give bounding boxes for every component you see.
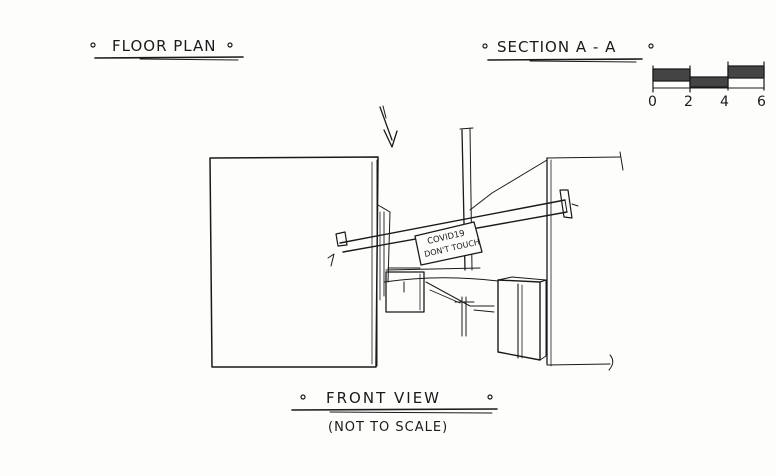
scale-bar-segment xyxy=(689,76,729,88)
scale-bar-segment xyxy=(727,65,765,79)
covid-sign: COVID19 DON'T TOUCH xyxy=(414,221,483,266)
scale-bar-segment xyxy=(652,68,691,82)
back-post xyxy=(377,127,474,301)
scale-bar: 0 2 4 6 xyxy=(648,61,766,110)
section-label: SECTION A - A xyxy=(497,38,616,56)
front-view-label: FRONT VIEW xyxy=(326,389,441,407)
side-table xyxy=(385,267,425,313)
left-wall xyxy=(209,156,379,368)
scale-tick-4: 4 xyxy=(720,94,729,110)
front-view-title: FRONT VIEW (NOT TO SCALE) xyxy=(291,389,498,435)
floor-plan-label: FLOOR PLAN xyxy=(112,37,216,55)
cabinet xyxy=(497,276,547,361)
scale-tick-6: 6 xyxy=(757,94,766,110)
pole-end-cap xyxy=(335,231,348,247)
pole-end-cap xyxy=(559,189,573,219)
floor-lines xyxy=(383,267,499,337)
floor-plan-title: FLOOR PLAN xyxy=(90,37,244,61)
room-opening xyxy=(469,151,624,371)
not-to-scale-label: (NOT TO SCALE) xyxy=(328,420,448,435)
section-arrow xyxy=(379,105,398,148)
scale-tick-2: 2 xyxy=(684,94,693,110)
section-title: SECTION A - A xyxy=(482,38,654,63)
scale-tick-0: 0 xyxy=(648,94,657,110)
